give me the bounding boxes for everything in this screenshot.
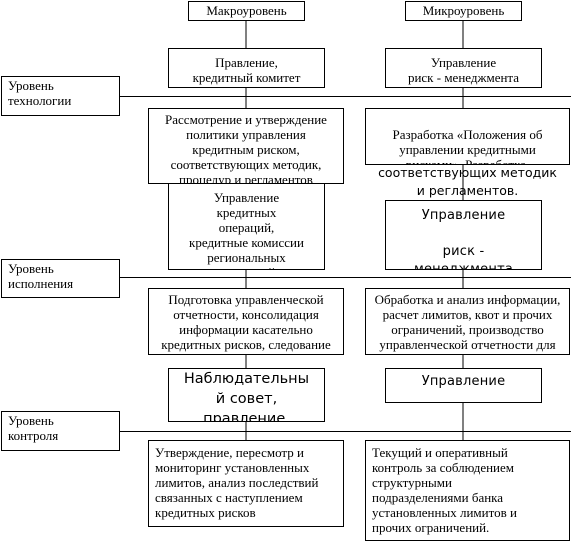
execution-level-label: Уровень исполнения xyxy=(1,259,120,298)
control-macro-task: Утверждение, пересмотр и мониторинг уста… xyxy=(148,440,344,527)
technology-micro-actor: Управление риск - менеджмента xyxy=(385,48,542,88)
control-level-label: Уровень контроля xyxy=(1,411,120,451)
execution-micro-actor: Управление риск - менеджмента xyxy=(385,200,542,270)
control-macro-actor: Наблюдательны й совет, правление, кредит… xyxy=(168,368,325,422)
execution-macro-actor: Управление кредитных операций, кредитные… xyxy=(168,183,325,270)
technology-macro-actor: Правление, кредитный комитет xyxy=(168,48,325,88)
execution-level-line xyxy=(119,277,571,278)
technology-micro-task-text: Разработка «Положения об управлении кред… xyxy=(392,127,543,165)
micro-level-header: Микроуровень xyxy=(405,1,522,21)
technology-level-line xyxy=(119,96,571,97)
control-micro-actor: Управление риск - менеджмента xyxy=(385,368,542,403)
execution-macro-task: Подготовка управленческой отчетности, ко… xyxy=(148,288,344,355)
technology-macro-task: Рассмотрение и утверждение политики упра… xyxy=(148,108,344,184)
technology-level-label: Уровень технологии xyxy=(1,76,120,116)
technology-micro-task-continued: соответствующих методик и регламентов. xyxy=(378,165,557,198)
control-micro-task: Текущий и оперативный контроль за соблюд… xyxy=(365,440,570,541)
execution-micro-task: Обработка и анализ информации, расчет ли… xyxy=(365,288,570,355)
macro-level-header: Макроуровень xyxy=(188,1,305,21)
technology-micro-task: Разработка «Положения об управлении кред… xyxy=(365,108,570,165)
control-level-line xyxy=(119,431,571,432)
